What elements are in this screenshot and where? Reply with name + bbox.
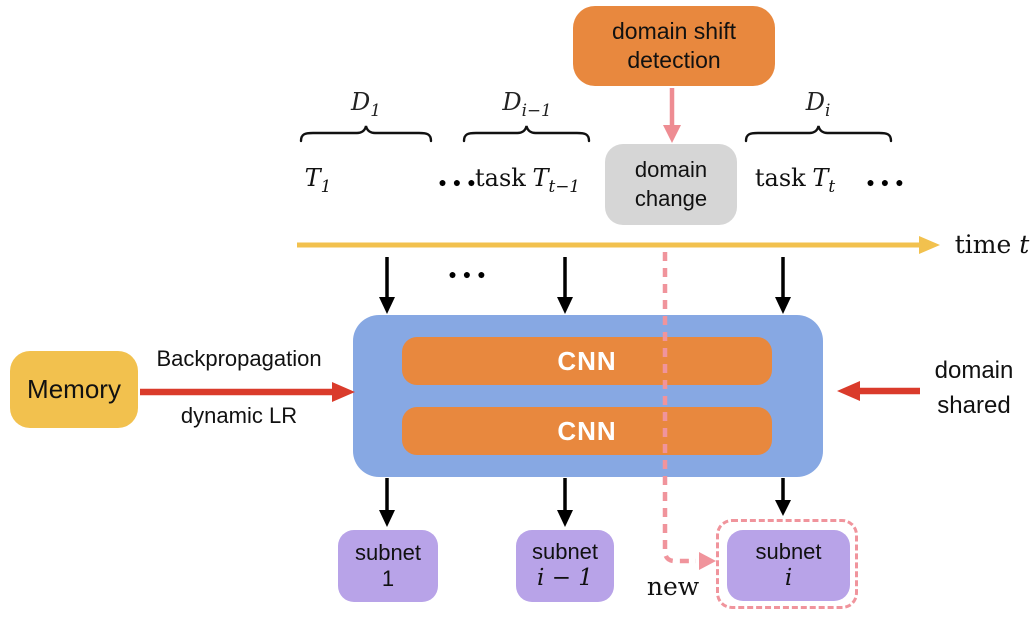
brace-d-i [744,125,893,143]
ellipsis-tasks-right: ●●● [866,174,910,190]
ellipsis-inputs: ●●● [448,266,492,282]
domain-change-box: domain change [605,144,737,225]
domain-shared-line1: domain [934,357,1014,384]
domain-shift-detection-line1: domain shift [611,17,736,44]
task-word: task [475,164,526,192]
backprop-arrow [140,382,355,402]
output-arrow-3 [775,478,791,516]
domain-subscript: 1 [370,99,381,120]
task-word: task [754,164,806,192]
dynamic-lr-label: dynamic LR [180,403,298,428]
domain-subscript: i−1 [521,99,552,120]
domain-shift-detection-line2: detection [627,47,721,73]
domain-symbol: D [805,88,825,116]
subnet-index: i − 1 [537,565,593,592]
domain-subscript: i [824,99,831,120]
task-subscript: t [828,175,836,196]
time-var: t [1019,230,1030,259]
output-arrow-1 [379,478,395,527]
task-symbol: T [532,164,549,192]
subnet-index: i [784,564,793,591]
subnet-1-box: subnet 1 [338,530,438,602]
input-arrow-3 [775,257,791,314]
domain-change-line2: change [634,185,708,211]
memory-box: Memory [10,351,138,428]
input-arrow-1 [379,257,395,314]
domain-shared-label: domain shared [918,354,1030,424]
time-word: time [954,230,1012,259]
time-axis-label: time t [952,230,1032,259]
brace-d-i-1 [462,125,591,143]
domain-symbol: D [502,88,522,116]
detection-arrow [663,88,681,143]
domain-shared-line2: shared [937,391,1011,419]
subnet-word: subnet [755,538,822,564]
domain-label-d-i: Di [773,88,863,120]
task-symbol: T [812,164,829,192]
brace-d1 [299,125,433,143]
domain-change-line1: domain [634,156,708,182]
domain-label-d-i-1: Di−1 [482,88,572,120]
subnet-index: 1 [381,566,395,591]
input-arrow-2 [557,257,573,314]
domain-shift-detection-box: domain shift detection [573,6,775,86]
task-label-t1: T1 [293,164,343,196]
backpropagation-label: Backpropagation [156,346,322,371]
time-axis-arrow [297,236,940,254]
domain-label-d1: D1 [321,88,411,120]
task-symbol: T [304,164,321,192]
memory-label: Memory [27,374,121,404]
output-arrow-2 [557,478,573,527]
cnn-layer-2-label: CNN [557,415,617,446]
subnet-word: subnet [354,539,422,565]
task-label-t-curr: task Tt [747,164,843,196]
subnet-word: subnet [531,539,599,564]
cnn-layer-2: CNN [402,407,772,455]
ellipsis-tasks-left: ●●● [438,174,482,190]
subnet-i-1-box: subnet i − 1 [516,530,614,602]
subnet-i-box: subnet i [727,530,850,601]
task-subscript: 1 [320,175,332,196]
cnn-layer-1-label: CNN [557,345,617,376]
new-label: new [646,572,700,601]
domain-shared-arrow [837,381,920,401]
cnn-layer-1: CNN [402,337,772,385]
task-label-t-prev: task Tt−1 [450,164,605,196]
domain-symbol: D [351,88,371,116]
new-subnet-dashed-outline [716,519,858,609]
task-subscript: t−1 [548,175,580,196]
